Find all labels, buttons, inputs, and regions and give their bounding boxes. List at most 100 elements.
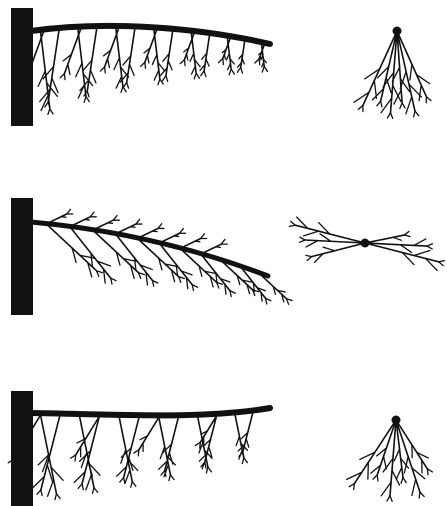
twig-tip — [377, 101, 381, 106]
twig-tip — [426, 97, 431, 101]
twig-tip — [289, 225, 295, 226]
twig-tip — [231, 69, 234, 74]
twig-tip — [404, 235, 410, 236]
twig-tip — [180, 60, 184, 64]
twig-spur — [396, 467, 401, 479]
twig-tip — [401, 478, 403, 484]
twig — [93, 220, 113, 230]
twig-tip — [84, 97, 86, 103]
wall-bar — [11, 8, 33, 126]
row-spreading — [11, 198, 445, 315]
main-branch — [31, 408, 270, 415]
twig-spur — [168, 61, 172, 70]
hanging-twigs — [8, 413, 253, 500]
twig-tip — [259, 59, 260, 65]
twig-tip — [163, 76, 166, 81]
twig-tip — [131, 481, 132, 487]
twig-tip — [205, 462, 206, 468]
twig — [201, 244, 221, 254]
twig — [160, 233, 180, 243]
twig-tip — [244, 458, 248, 463]
twig-tip — [60, 74, 64, 78]
twig-spur — [206, 59, 209, 66]
end-view-twigs — [347, 420, 433, 501]
twig-tip — [201, 71, 204, 76]
twig-tip — [439, 261, 445, 262]
twig-tip — [94, 488, 98, 493]
twig-spur — [192, 66, 196, 74]
twig-spur — [414, 251, 430, 256]
twig-tip — [170, 475, 174, 480]
twig-spur — [228, 63, 231, 69]
end-view-twigs — [289, 217, 444, 270]
twig-spur — [187, 54, 188, 60]
twig-spur — [147, 55, 149, 63]
twig-tip — [427, 244, 433, 246]
twig-spur — [414, 239, 426, 246]
twig-spur — [114, 58, 119, 70]
twig-tip — [141, 62, 145, 66]
twig-tip — [132, 481, 136, 486]
end-view-twigs — [354, 31, 431, 118]
twig-tip — [37, 490, 41, 495]
twig-tip — [242, 458, 243, 464]
twig-tip — [201, 234, 205, 239]
twig-tip — [420, 492, 424, 496]
twig-tip — [306, 255, 312, 256]
end-view — [347, 416, 433, 502]
twig-tip — [218, 58, 222, 62]
twig-tip — [307, 257, 312, 261]
twig — [200, 416, 216, 442]
twig-tip — [427, 246, 432, 249]
twig-spur — [48, 480, 54, 497]
twig-tip — [55, 494, 56, 500]
twig-tip — [402, 103, 405, 108]
twig-tip — [387, 113, 390, 118]
twig-tip — [123, 82, 126, 87]
twig-spur — [88, 461, 93, 476]
twig-tip — [387, 496, 390, 501]
twig-tip — [56, 494, 60, 499]
twig — [312, 243, 365, 257]
twig-tip — [206, 467, 207, 473]
twig-tip — [67, 209, 71, 214]
twig-tip — [300, 237, 305, 240]
twig — [76, 417, 100, 455]
twig-tip — [105, 67, 106, 73]
twig-tip — [229, 69, 231, 75]
twig-tip — [82, 484, 83, 490]
twig — [70, 217, 90, 227]
twig-tip — [120, 478, 124, 483]
twig-tip — [50, 109, 53, 114]
twig-spur — [152, 55, 157, 65]
twig-spur — [246, 439, 249, 448]
twig-tip — [390, 496, 392, 502]
twig-spur — [406, 97, 412, 114]
twig-tip — [264, 66, 267, 71]
end-view — [354, 27, 431, 119]
twig-spur — [224, 54, 225, 59]
twig-tip — [255, 59, 259, 63]
twig-tip — [92, 488, 93, 494]
twig-tip — [87, 91, 89, 97]
twig-spur — [260, 56, 261, 59]
twig-tip — [237, 67, 240, 72]
twig — [139, 417, 159, 449]
twig-tip — [136, 219, 140, 224]
twig-spur — [76, 63, 82, 77]
twig-tip — [127, 82, 129, 88]
spreading-twigs — [47, 209, 292, 304]
twig-tip — [419, 492, 420, 498]
twig-tip — [138, 450, 139, 456]
twig-spur — [108, 59, 110, 68]
twig-tip — [354, 484, 355, 490]
twig-spur — [410, 64, 412, 80]
twig-tip — [158, 224, 162, 229]
twig-tip — [204, 71, 206, 77]
twig-tip — [291, 221, 296, 225]
twig-tip — [208, 467, 212, 472]
twig-tip — [200, 442, 201, 448]
twig-tip — [64, 74, 65, 80]
twig-tip — [391, 113, 393, 119]
